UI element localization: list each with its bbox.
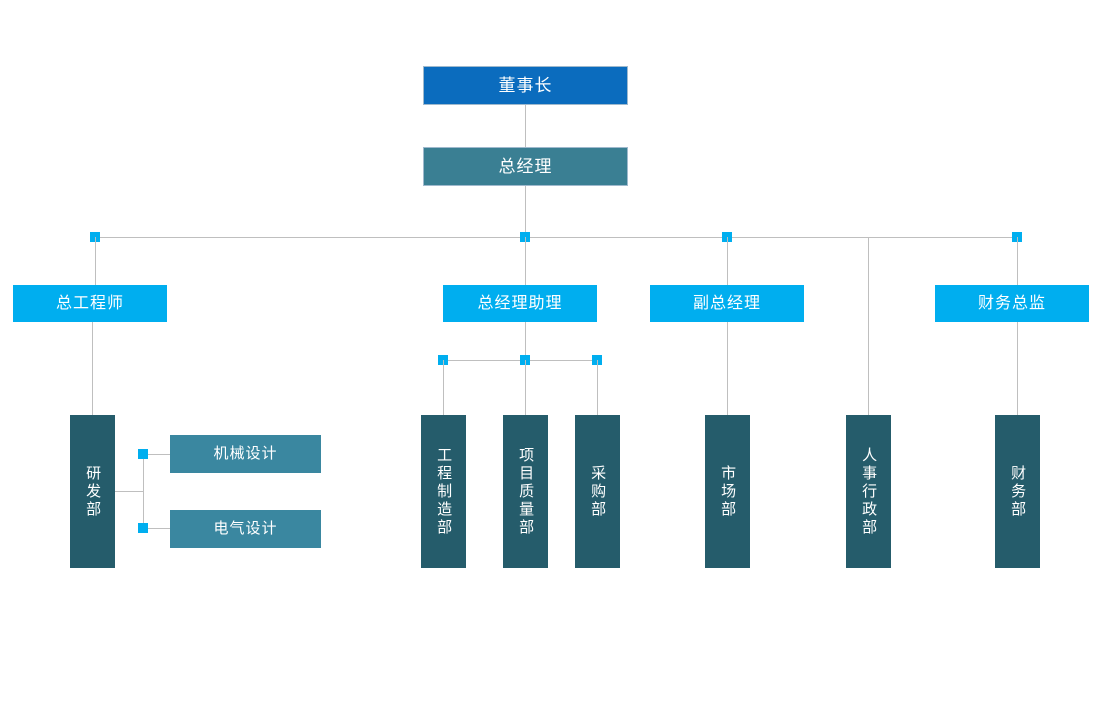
junction-marker-mechanical-design <box>138 449 148 459</box>
node-chief-engineer[interactable]: 总工程师 <box>13 285 167 322</box>
connector-gm-to-bus <box>525 186 526 238</box>
connector-finance-director-to-finance-dept <box>1017 322 1018 415</box>
junction-marker-electrical-design <box>138 523 148 533</box>
node-finance-dept[interactable]: 财务部 <box>995 415 1040 568</box>
node-mechanical-design[interactable]: 机械设计 <box>170 435 321 473</box>
connector-gm-assistant-to-subbus <box>525 322 526 360</box>
connector-subbus-to-project-quality <box>525 360 526 415</box>
connector-subbus-to-purchasing <box>597 360 598 415</box>
node-engineering-manufacturing-dept[interactable]: 工程制造部 <box>421 415 466 568</box>
bus-level3-horizontal <box>95 237 1018 238</box>
connector-deputy-gm-to-marketing <box>727 322 728 415</box>
node-marketing-dept[interactable]: 市场部 <box>705 415 750 568</box>
node-hr-admin-dept[interactable]: 人事行政部 <box>846 415 891 568</box>
node-chairman[interactable]: 董事长 <box>423 66 628 105</box>
connector-bus-to-gm-assistant <box>525 237 526 285</box>
node-deputy-gm[interactable]: 副总经理 <box>650 285 804 322</box>
connector-subbus-to-engineering-manufacturing <box>443 360 444 415</box>
connector-chairman-to-gm <box>525 105 526 147</box>
connector-rd-subbranch-vertical <box>143 455 144 527</box>
node-general-manager[interactable]: 总经理 <box>423 147 628 186</box>
connector-rd-stub <box>115 491 143 492</box>
node-project-quality-dept[interactable]: 项目质量部 <box>503 415 548 568</box>
node-electrical-design[interactable]: 电气设计 <box>170 510 321 548</box>
connector-bus-to-finance-director <box>1017 237 1018 285</box>
connector-rd-to-electrical <box>143 528 170 529</box>
connector-bus-to-chief-engineer <box>95 237 96 285</box>
connector-rd-to-mechanical <box>143 454 170 455</box>
connector-bus-to-deputy-gm <box>727 237 728 285</box>
connector-bus-to-hr-admin-dept <box>868 237 869 415</box>
node-purchasing-dept[interactable]: 采购部 <box>575 415 620 568</box>
node-finance-director[interactable]: 财务总监 <box>935 285 1089 322</box>
node-rd-dept[interactable]: 研发部 <box>70 415 115 568</box>
node-gm-assistant[interactable]: 总经理助理 <box>443 285 597 322</box>
connector-chief-engineer-to-rd <box>92 322 93 415</box>
